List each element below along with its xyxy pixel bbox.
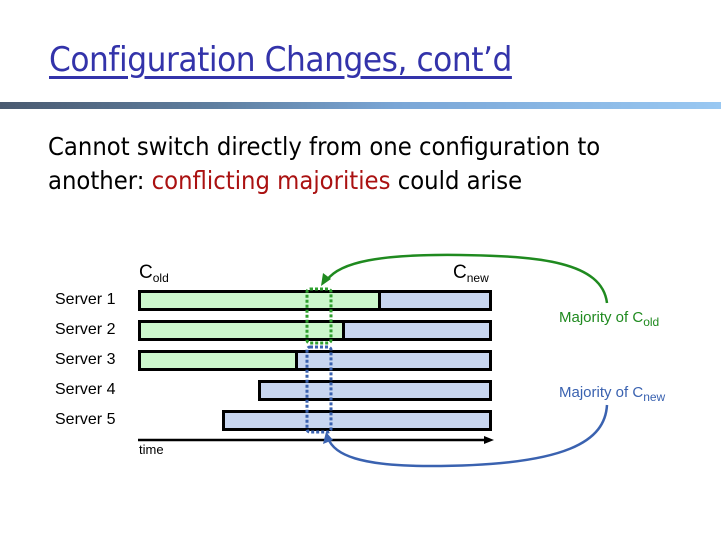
- time-axis-arrow: [138, 436, 494, 444]
- old-majority-arrow: [321, 253, 609, 304]
- slide-title: Configuration Changes, cont’d: [49, 40, 512, 80]
- majority-old-label: Majority of Cold: [559, 309, 659, 329]
- server-3-label: Server 3: [55, 351, 116, 368]
- server-3-bar: [138, 350, 492, 371]
- body-line-2: another: conflicting majorities could ar…: [48, 164, 600, 198]
- server-2-old-config-segment: [141, 323, 342, 338]
- server-5-new-config-segment: [225, 413, 489, 428]
- majority-new-prefix: Majority of C: [559, 384, 644, 401]
- c-new-label: Cnew: [453, 262, 489, 285]
- c-new-sub: new: [466, 271, 489, 285]
- server-2-new-config-segment: [345, 323, 489, 338]
- server-1-bar: [138, 290, 492, 311]
- server-1-old-config-segment: [141, 293, 378, 308]
- c-new-base: C: [453, 262, 467, 283]
- server-2-label: Server 2: [55, 321, 116, 338]
- title-divider: [0, 102, 721, 109]
- new-majority-arrow: [323, 404, 609, 468]
- body-line-2-post: could arise: [390, 166, 523, 195]
- server-4-label: Server 4: [55, 381, 116, 398]
- server-5-bar: [222, 410, 492, 431]
- conflicting-majorities-highlight: conflicting majorities: [151, 166, 391, 195]
- server-3-new-config-segment: [298, 353, 489, 368]
- majority-new-label: Majority of Cnew: [559, 384, 665, 404]
- server-3-old-config-segment: [141, 353, 295, 368]
- server-2-bar: [138, 320, 492, 341]
- slide-body: Cannot switch directly from one configur…: [48, 130, 600, 198]
- time-axis-label: time: [139, 442, 164, 457]
- majority-new-sub: new: [643, 390, 666, 404]
- server-3-switch-divider: [295, 353, 298, 368]
- new-majority-box: [305, 345, 333, 434]
- server-1-label: Server 1: [55, 291, 116, 308]
- server-1-switch-divider: [378, 293, 381, 308]
- server-4-bar: [258, 380, 492, 401]
- majority-old-prefix: Majority of C: [559, 309, 644, 326]
- server-1-new-config-segment: [381, 293, 489, 308]
- old-majority-box: [305, 287, 333, 345]
- c-old-label: Cold: [139, 262, 169, 285]
- body-line-2-pre: another:: [48, 166, 152, 195]
- c-old-base: C: [139, 262, 153, 283]
- majority-old-sub: old: [643, 315, 660, 329]
- c-old-sub: old: [152, 271, 169, 285]
- server-2-switch-divider: [342, 323, 345, 338]
- server-5-label: Server 5: [55, 411, 116, 428]
- server-4-new-config-segment: [261, 383, 489, 398]
- body-line-1: Cannot switch directly from one configur…: [48, 132, 601, 161]
